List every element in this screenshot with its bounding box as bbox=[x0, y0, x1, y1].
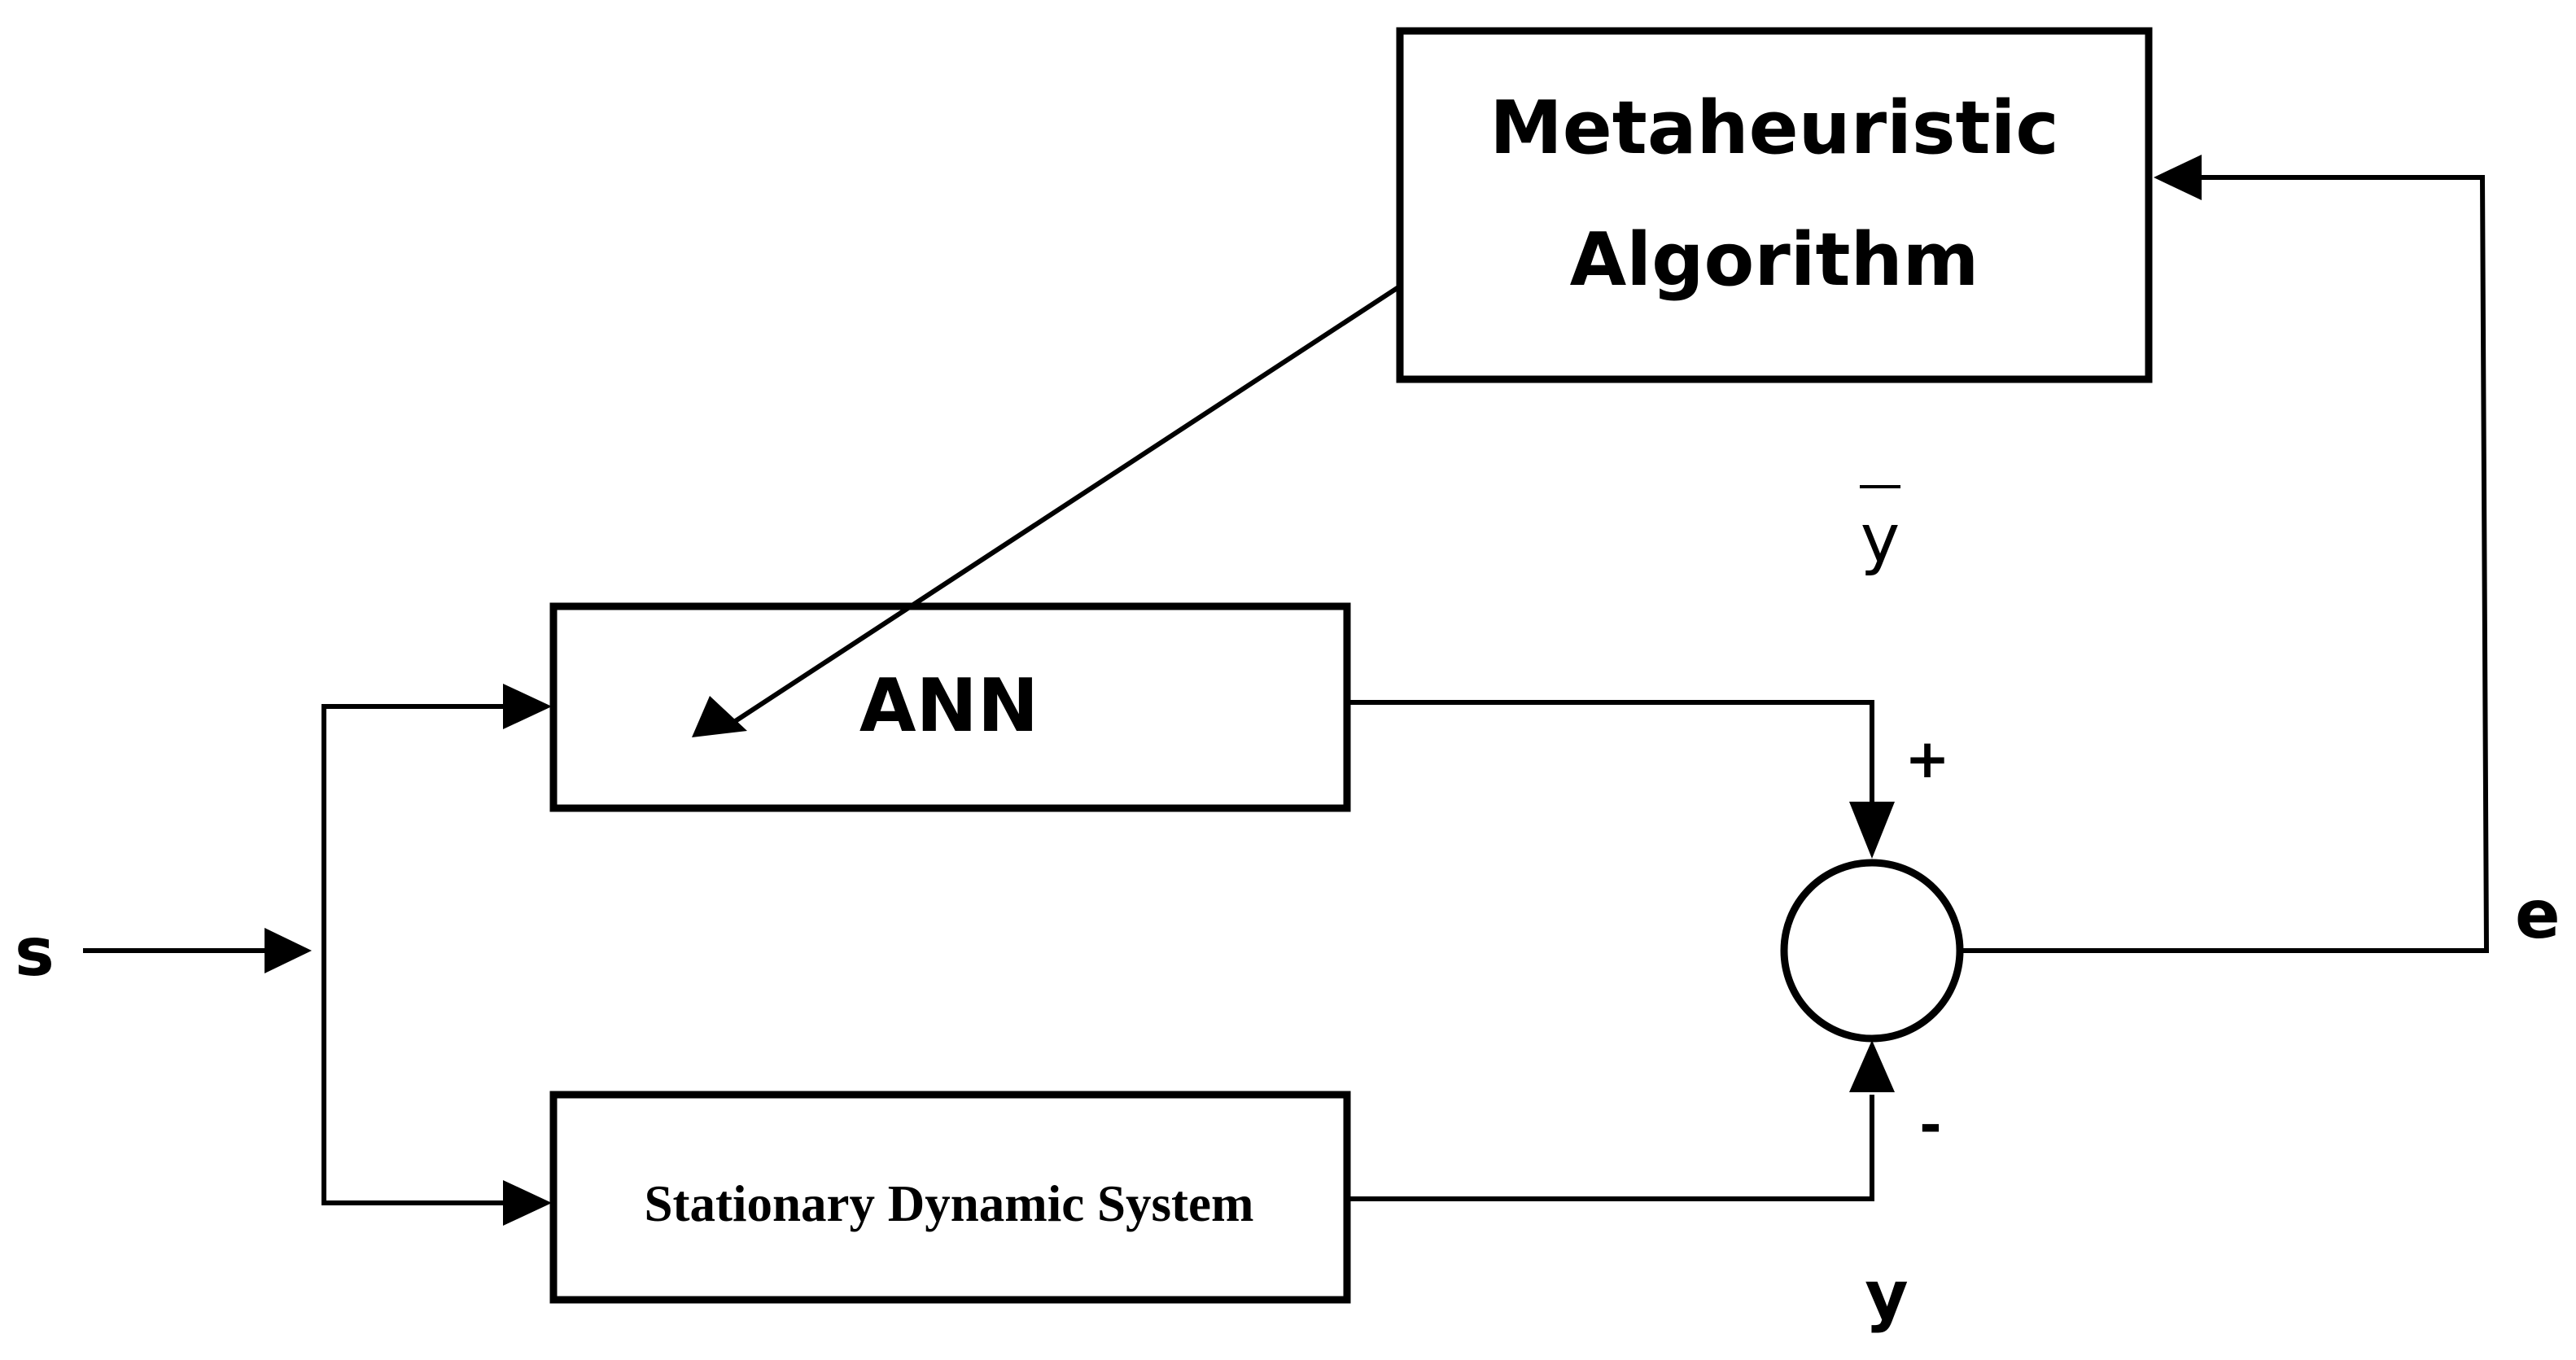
metaheuristic-label-line1: Metaheuristic bbox=[1489, 85, 2059, 171]
ann-label: ANN bbox=[859, 663, 1039, 749]
system-output-arrowhead bbox=[1849, 1040, 1895, 1092]
plant-output-label: y bbox=[1865, 1257, 1908, 1335]
model-output-symbol: y bbox=[1861, 501, 1900, 578]
ann-block: ANN bbox=[549, 602, 1351, 812]
error-feedback-wire bbox=[1959, 175, 2490, 953]
metaheuristic-block: Metaheuristic Algorithm bbox=[1396, 27, 2153, 383]
ann-output-arrowhead bbox=[1849, 802, 1895, 859]
ann-box bbox=[549, 602, 1351, 812]
model-output-label: y bbox=[1860, 485, 1900, 578]
ann-output-wire bbox=[1347, 700, 1874, 808]
metaheuristic-label-line2: Algorithm bbox=[1570, 217, 1979, 303]
plus-sign: + bbox=[1905, 728, 1949, 790]
summing-junction bbox=[1780, 859, 1964, 1043]
weight-update-arrowhead bbox=[692, 696, 747, 737]
system-output-wire bbox=[1347, 1095, 1874, 1201]
error-feedback-arrowhead bbox=[2154, 155, 2202, 200]
system-block: Stationary Dynamic System bbox=[549, 1091, 1351, 1304]
minus-sign: - bbox=[1919, 1094, 1941, 1157]
weight-update-wire bbox=[733, 285, 1400, 724]
error-signal-label: e bbox=[2515, 877, 2561, 954]
input-signal-label: s bbox=[15, 914, 55, 991]
system-input-arrowhead bbox=[503, 1180, 552, 1226]
input-arrowhead bbox=[265, 928, 312, 973]
metaheuristic-box bbox=[1396, 27, 2153, 383]
ann-input-arrowhead bbox=[503, 684, 552, 729]
system-label: Stationary Dynamic System bbox=[645, 1175, 1254, 1232]
system-box bbox=[549, 1091, 1351, 1304]
